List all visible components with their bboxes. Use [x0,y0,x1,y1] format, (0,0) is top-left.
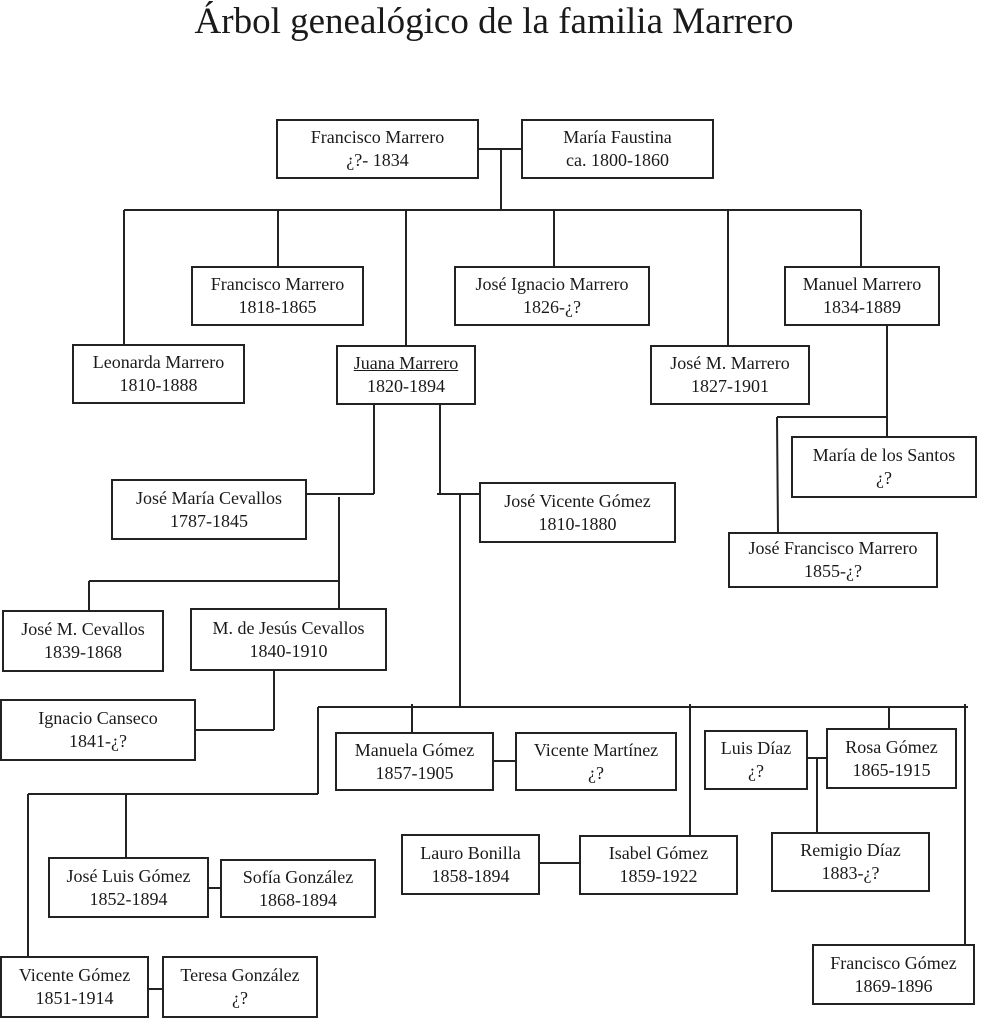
person-dates: ca. 1800-1860 [566,150,669,170]
person-dates: 1868-1894 [259,889,337,910]
person-dates: 1859-1922 [619,866,698,886]
person-dates: 1818-1865 [238,297,317,317]
person-dates: 1857-1905 [375,762,454,783]
person-dates: 1858-1894 [431,865,510,886]
person-dates: 1869-1896 [854,975,933,996]
person-name: Ignacio Canseco [38,708,158,728]
person-dates: 1855-¿? [804,561,862,581]
person-name: José María Cevallos [136,487,282,508]
person-name: Luis Díaz [720,738,792,758]
person-box-ignacio-canseco: Ignacio Canseco 1841-¿? [0,699,196,761]
person-box-vicente-martinez: Vicente Martínez ¿? [515,732,677,791]
person-box-jose-maria-cevallos: José María Cevallos 1787-1845 [111,479,307,540]
person-name: Rosa Gómez [845,736,938,757]
person-name: José Ignacio Marrero [475,274,629,294]
person-dates: 1839-1868 [44,642,122,662]
person-name: María Faustina [563,127,672,147]
person-name: Francisco Marrero [210,274,345,294]
person-box-maria-de-los-santos: María de los Santos ¿? [791,436,977,498]
person-box-remigio-diaz: Remigio Díaz 1883-¿? [771,832,930,892]
person-box-manuel-marrero: Manuel Marrero 1834-1889 [784,266,940,326]
person-dates: 1840-1910 [249,640,328,661]
person-dates: 1826-¿? [523,297,581,317]
person-box-luis-diaz: Luis Díaz ¿? [704,730,808,790]
person-name: Teresa González [180,965,300,985]
person-dates: 1865-1915 [852,759,931,780]
person-box-isabel-gomez: Isabel Gómez 1859-1922 [579,835,738,895]
person-box-manuela-gomez: Manuela Gómez 1857-1905 [335,732,494,791]
person-box-vicente-gomez: Vicente Gómez 1851-1914 [0,956,149,1018]
person-box-francisco-gomez: Francisco Gómez 1869-1896 [812,944,975,1005]
person-name: José Vicente Gómez [504,490,651,511]
person-name: José M. Marrero [670,353,790,373]
person-dates: ¿? [232,988,248,1008]
person-dates: 1834-1889 [823,297,901,317]
person-dates: 1851-1914 [35,988,114,1008]
person-box-francisco-marrero-sr: Francisco Marrero ¿?- 1834 [276,119,479,179]
person-name: Manuel Marrero [802,274,922,294]
person-box-jose-francisco-marrero: José Francisco Marrero 1855-¿? [728,532,938,588]
person-dates: 1810-1880 [538,513,617,534]
person-box-jose-ignacio-marrero: José Ignacio Marrero 1826-¿? [454,266,650,326]
person-name: Isabel Gómez [608,843,709,863]
person-dates: 1810-1888 [119,375,198,395]
person-box-jose-m-cevallos: José M. Cevallos 1839-1868 [2,610,164,672]
person-name: Leonarda Marrero [92,352,225,372]
person-name: Remigio Díaz [800,840,901,860]
person-name: M. de Jesús Cevallos [212,617,365,638]
person-name: Francisco Gómez [830,952,957,973]
person-box-juana-marrero: Juana Marrero 1820-1894 [336,345,476,405]
person-box-rosa-gomez: Rosa Gómez 1865-1915 [826,728,957,789]
tree-title: Árbol genealógico de la familia Marrero [194,1,794,42]
person-box-m-de-jesus-cevallos: M. de Jesús Cevallos 1840-1910 [190,608,387,671]
person-name: Vicente Gómez [18,965,131,985]
person-name: Sofía González [242,866,354,887]
person-name: José Luis Gómez [66,865,191,886]
person-dates: ¿? [588,762,604,783]
person-box-francisco-marrero-jr: Francisco Marrero 1818-1865 [191,266,364,326]
person-dates: 1820-1894 [367,376,445,396]
person-dates: ¿?- 1834 [346,150,409,170]
person-name: Manuela Gómez [354,739,475,760]
person-name: Lauro Bonilla [420,842,521,863]
person-box-maria-faustina: María Faustina ca. 1800-1860 [521,119,714,179]
person-box-teresa-gonzalez: Teresa González ¿? [162,956,318,1018]
person-box-jose-m-marrero: José M. Marrero 1827-1901 [650,345,810,405]
connector [776,416,779,534]
person-name: Vicente Martínez [533,739,659,760]
person-dates: 1787-1845 [170,510,248,531]
person-name: José M. Cevallos [21,619,145,639]
person-name: Francisco Marrero [310,127,445,147]
person-box-jose-luis-gomez: José Luis Gómez 1852-1894 [48,857,209,918]
person-dates: ¿? [748,761,764,781]
person-dates: 1841-¿? [69,731,127,751]
person-box-lauro-bonilla: Lauro Bonilla 1858-1894 [401,834,540,895]
person-name: José Francisco Marrero [748,538,918,558]
person-box-jose-vicente-gomez: José Vicente Gómez 1810-1880 [479,482,676,543]
person-name: María de los Santos [812,445,956,465]
person-name: Juana Marrero [353,353,459,373]
person-dates: 1883-¿? [821,863,880,883]
person-dates: 1852-1894 [89,888,168,909]
person-dates: 1827-1901 [691,376,769,396]
person-box-sofia-gonzalez: Sofía González 1868-1894 [220,859,376,918]
person-dates: ¿? [876,468,892,488]
person-box-leonarda-marrero: Leonarda Marrero 1810-1888 [72,344,245,404]
